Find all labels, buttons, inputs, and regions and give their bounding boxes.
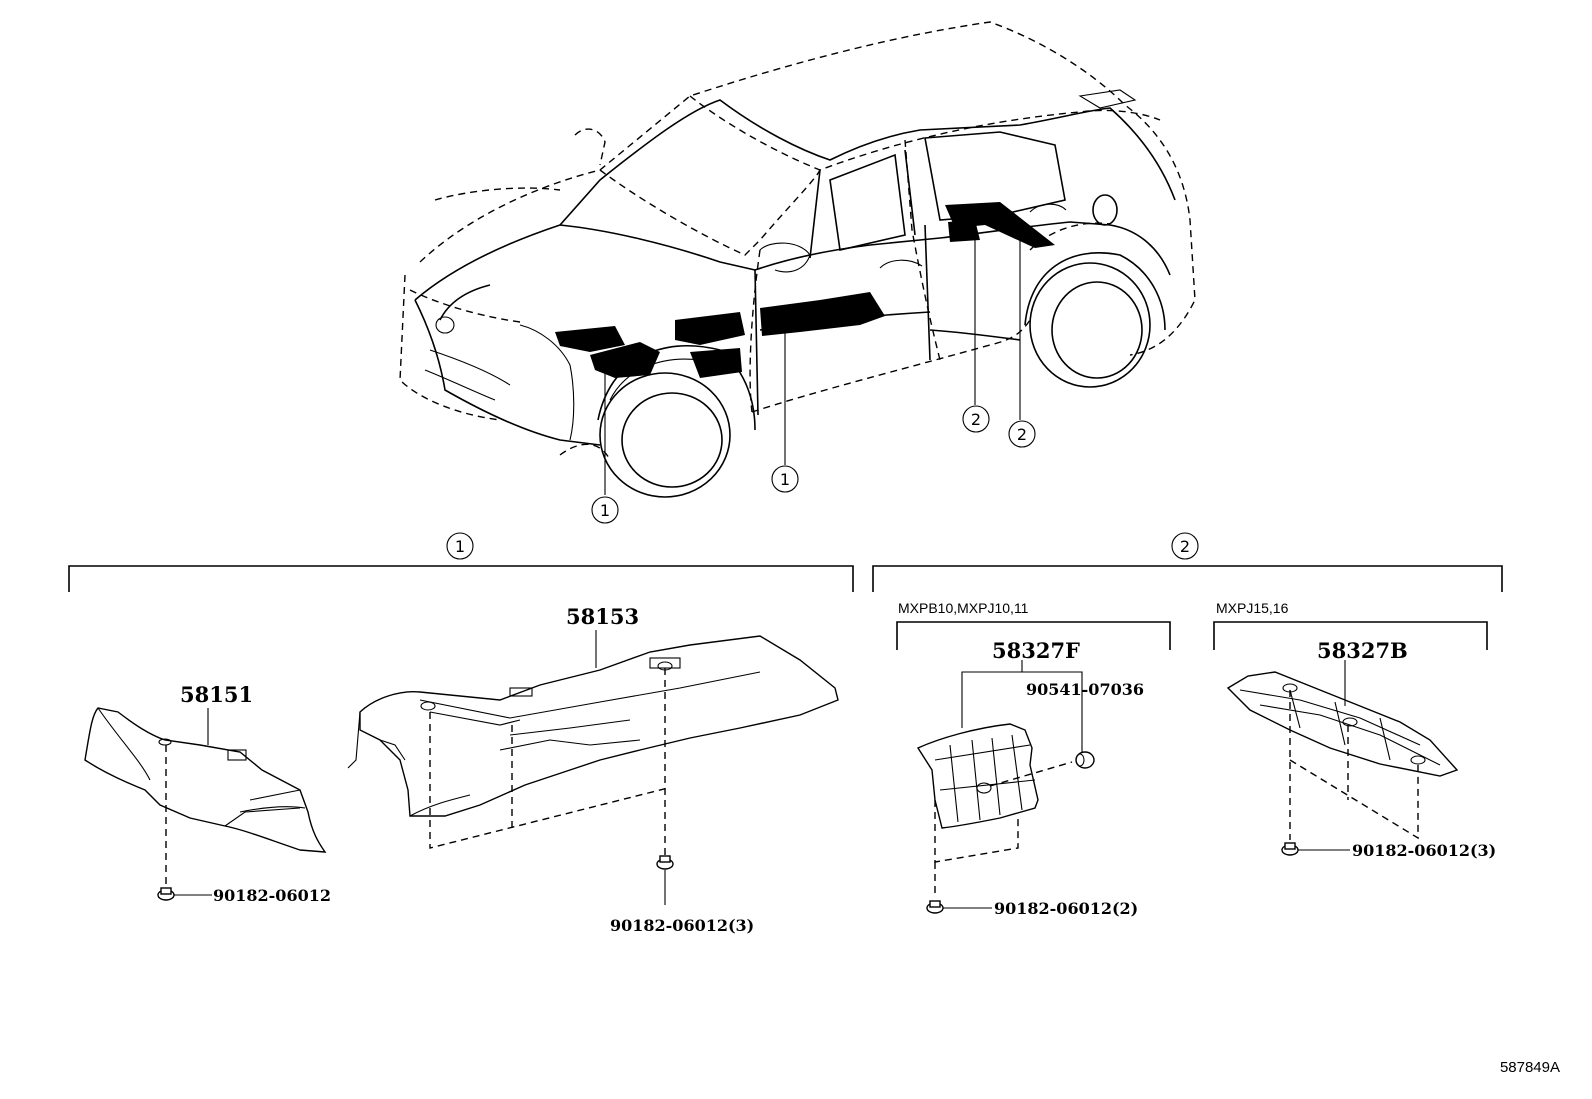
part-58327B-shape — [1226, 671, 1459, 777]
svg-text:2: 2 — [1017, 425, 1027, 444]
svg-text:1: 1 — [780, 470, 790, 489]
label-part-58151[interactable]: 58151 — [180, 682, 253, 707]
group-2-bracket: 2 — [872, 532, 1503, 592]
label-fastener-90541-07036[interactable]: 90541-07036 — [1026, 680, 1144, 699]
fastener-90182-06012-d — [1281, 842, 1299, 856]
variant-1-bracket — [896, 621, 1171, 650]
label-part-58327B[interactable]: 58327B — [1317, 638, 1408, 663]
svg-text:2: 2 — [971, 410, 981, 429]
part-58151-shape — [84, 707, 327, 853]
fastener-90182-06012-b — [656, 855, 674, 870]
vehicle-callout-2-left: 2 — [962, 405, 990, 433]
part-58327F-shape — [916, 723, 1039, 829]
label-fastener-90182-06012[interactable]: 90182-06012 — [213, 886, 331, 905]
variant-2-bracket — [1213, 621, 1488, 650]
label-fastener-90182-06012-3-b[interactable]: 90182-06012(3) — [1352, 841, 1496, 860]
svg-text:1: 1 — [455, 537, 465, 556]
label-part-58327F[interactable]: 58327F — [992, 638, 1080, 663]
diagram-id: 587849A — [1500, 1059, 1560, 1076]
part-58153-shape — [347, 635, 839, 817]
vehicle-callout-1-center: 1 — [771, 465, 799, 493]
fastener-90182-06012-c — [926, 900, 944, 914]
group-1-bracket: 1 — [68, 532, 854, 592]
label-fastener-90182-06012-3-a[interactable]: 90182-06012(3) — [610, 916, 754, 935]
label-variant-mxpb10-mxpj10-11: MXPB10,MXPJ10,11 — [898, 600, 1029, 616]
svg-text:2: 2 — [1180, 537, 1190, 556]
vehicle-callout-2-right: 2 — [1008, 420, 1036, 448]
vehicle-callout-1-front: 1 — [591, 496, 619, 524]
fastener-90182-06012-a — [157, 887, 175, 901]
label-variant-mxpj15-16: MXPJ15,16 — [1216, 600, 1289, 616]
fastener-90541-07036 — [1075, 751, 1095, 769]
label-fastener-90182-06012-2[interactable]: 90182-06012(2) — [994, 899, 1138, 918]
vehicle-illustration — [399, 21, 1196, 498]
label-part-58153[interactable]: 58153 — [566, 604, 639, 629]
svg-text:1: 1 — [600, 501, 610, 520]
